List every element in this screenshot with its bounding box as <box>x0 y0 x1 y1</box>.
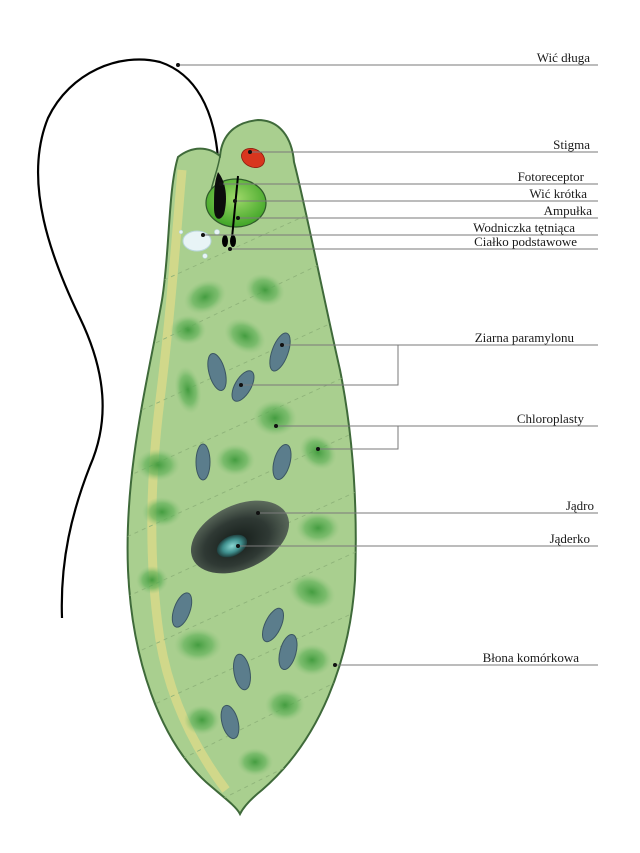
leader-lines <box>178 64 598 666</box>
dot-vacuole <box>201 233 205 237</box>
labels: Wić długa Stigma Fotoreceptor Wić krótka… <box>473 50 594 665</box>
paramylon-granule <box>233 653 251 691</box>
chloroplast <box>245 273 285 307</box>
paramylon-granule <box>272 443 292 481</box>
dot-paramylon-2 <box>239 383 243 387</box>
cell-interior <box>127 169 356 814</box>
dot-ampulla <box>236 216 240 220</box>
stigma <box>241 147 265 169</box>
paramylon-granule <box>220 704 240 740</box>
leader-paramylon <box>241 344 399 386</box>
chloroplast <box>253 400 297 436</box>
short-flagellum <box>231 175 239 239</box>
chloroplast <box>136 449 180 481</box>
leader-chloroplasts <box>276 425 399 450</box>
dot-nucleus <box>256 511 260 515</box>
chloroplast <box>265 689 305 721</box>
label-flagellum-long: Wić długa <box>537 50 590 65</box>
dot-membrane <box>333 663 337 667</box>
paramylon-granule <box>278 633 298 671</box>
dot-photoreceptor <box>219 182 223 186</box>
paramylon-granule <box>269 332 291 372</box>
basal-body <box>230 235 236 247</box>
dot-paramylon-1 <box>280 343 284 347</box>
contractile-vacuole <box>182 230 212 252</box>
chloroplast <box>296 512 340 544</box>
chloroplasts <box>136 273 340 776</box>
chloroplast <box>299 434 337 470</box>
chloroplast <box>142 497 182 527</box>
paramylon-granule <box>195 443 211 481</box>
nucleolus <box>216 534 248 558</box>
label-stigma: Stigma <box>553 137 590 152</box>
dot-flagellum-long <box>176 63 180 67</box>
chloroplast <box>184 705 220 735</box>
paramylon-granule <box>231 370 255 402</box>
pointer-dots <box>176 63 337 667</box>
chloroplast <box>215 444 255 476</box>
dot-chloroplast-2 <box>316 447 320 451</box>
dot-flagellum-short <box>233 199 237 203</box>
long-flagellum <box>36 58 220 619</box>
chloroplast <box>170 315 206 345</box>
label-photoreceptor: Fotoreceptor <box>518 169 585 184</box>
dot-nucleolus <box>236 544 240 548</box>
contractile-vacuole-bubble <box>202 253 208 259</box>
label-cell-membrane: Błona komórkowa <box>483 650 580 665</box>
chloroplast <box>136 566 168 594</box>
dot-stigma <box>248 150 252 154</box>
basal-body <box>222 235 228 247</box>
paramylon-granule <box>261 607 285 643</box>
dot-chloroplast-1 <box>274 424 278 428</box>
chloroplast <box>183 279 227 315</box>
label-basal-body: Ciałko podstawowe <box>474 234 577 249</box>
chloroplast <box>288 574 336 610</box>
chloroplast <box>174 628 222 662</box>
label-ampulla: Ampułka <box>544 203 593 218</box>
label-nucleus: Jądro <box>566 498 594 513</box>
chloroplast <box>237 748 273 776</box>
chloroplast <box>224 318 266 354</box>
label-flagellum-short: Wić krótka <box>529 186 587 201</box>
dot-basal-body <box>228 247 232 251</box>
chloroplast <box>174 366 202 414</box>
paramylon-granule <box>171 592 193 628</box>
paramylon-granules <box>171 332 298 740</box>
pellicle-stripe <box>147 169 230 793</box>
label-nucleolus: Jąderko <box>550 531 590 546</box>
label-paramylon: Ziarna paramylonu <box>475 330 575 345</box>
paramylon-granule <box>207 353 227 391</box>
contractile-vacuole-bubble <box>178 229 184 235</box>
label-contractile-vacuole: Wodniczka tętniąca <box>473 220 575 235</box>
contractile-vacuole-bubble <box>214 229 220 235</box>
label-chloroplasts: Chloroplasty <box>517 411 585 426</box>
chloroplast <box>292 644 332 676</box>
